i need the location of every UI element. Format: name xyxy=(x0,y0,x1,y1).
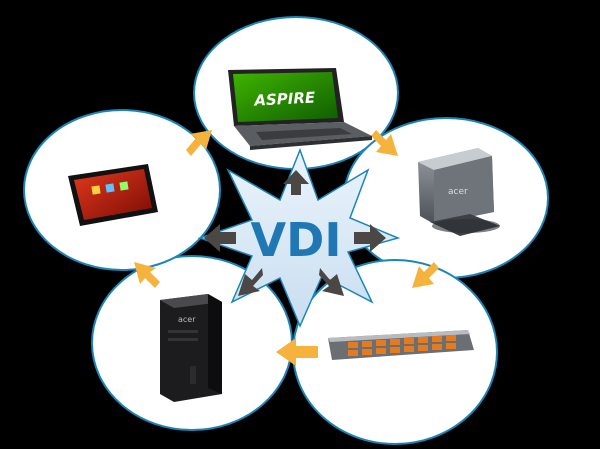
desktop-tower-device: acer xyxy=(160,294,222,402)
dark-arrows xyxy=(204,170,386,296)
arrow-left xyxy=(204,224,236,252)
orange-arrow-tablet-to-laptop xyxy=(186,130,212,156)
rack-server-device xyxy=(328,330,474,360)
arrow-down-left xyxy=(238,268,263,296)
orange-arrow-nettop-to-server xyxy=(412,262,439,288)
laptop-screen-text: ASPIRE xyxy=(253,88,316,109)
laptop-device: ASPIRE xyxy=(228,68,372,150)
tablet-device xyxy=(68,164,158,226)
orange-arrow-desktop-to-tablet xyxy=(134,262,160,288)
vdi-label: VDI xyxy=(251,213,342,267)
nettop-brand: acer xyxy=(448,187,468,197)
desktop-brand: acer xyxy=(178,315,196,324)
orange-arrow-server-to-desktop xyxy=(276,338,318,366)
nettop-device: acer xyxy=(418,148,500,236)
orange-arrows xyxy=(134,130,439,366)
arrow-up xyxy=(283,170,309,195)
arrow-right xyxy=(354,224,386,252)
arrow-down-right xyxy=(319,268,344,296)
orange-arrow-laptop-to-nettop xyxy=(371,130,398,156)
server-drive-bays xyxy=(348,335,456,356)
